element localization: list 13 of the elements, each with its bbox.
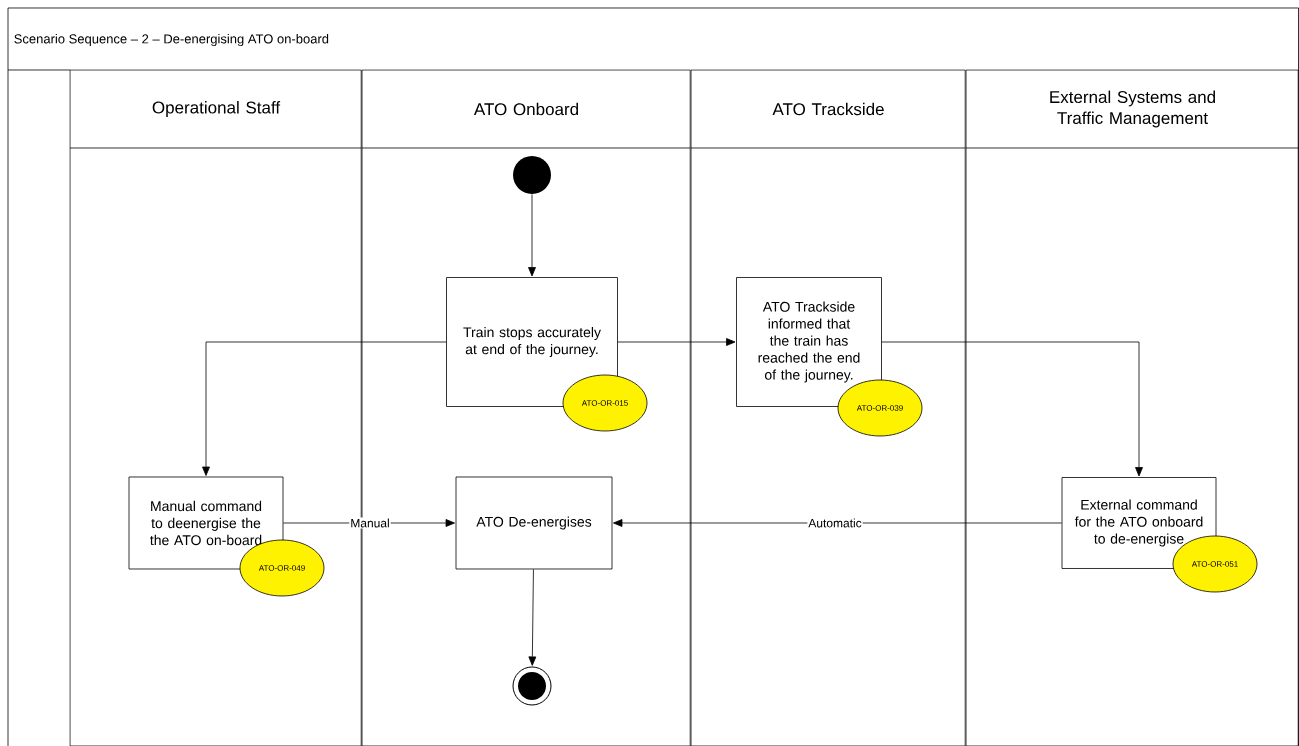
arrow xyxy=(881,341,1143,477)
arrow xyxy=(613,519,1062,527)
activity-box: ATO De-energises xyxy=(455,476,613,570)
arrow xyxy=(528,569,537,666)
arrow xyxy=(202,341,447,476)
diagram-title: Scenario Sequence – 2 – De-energising ATO on-board xyxy=(14,33,329,47)
end-node xyxy=(512,666,552,706)
edge-label: Manual xyxy=(349,517,391,529)
arrow xyxy=(617,338,736,346)
start-node xyxy=(513,156,551,194)
edge-label: Automatic xyxy=(807,517,863,529)
requirement-badge: ATO-OR-015 xyxy=(562,374,648,432)
arrow xyxy=(528,194,536,277)
